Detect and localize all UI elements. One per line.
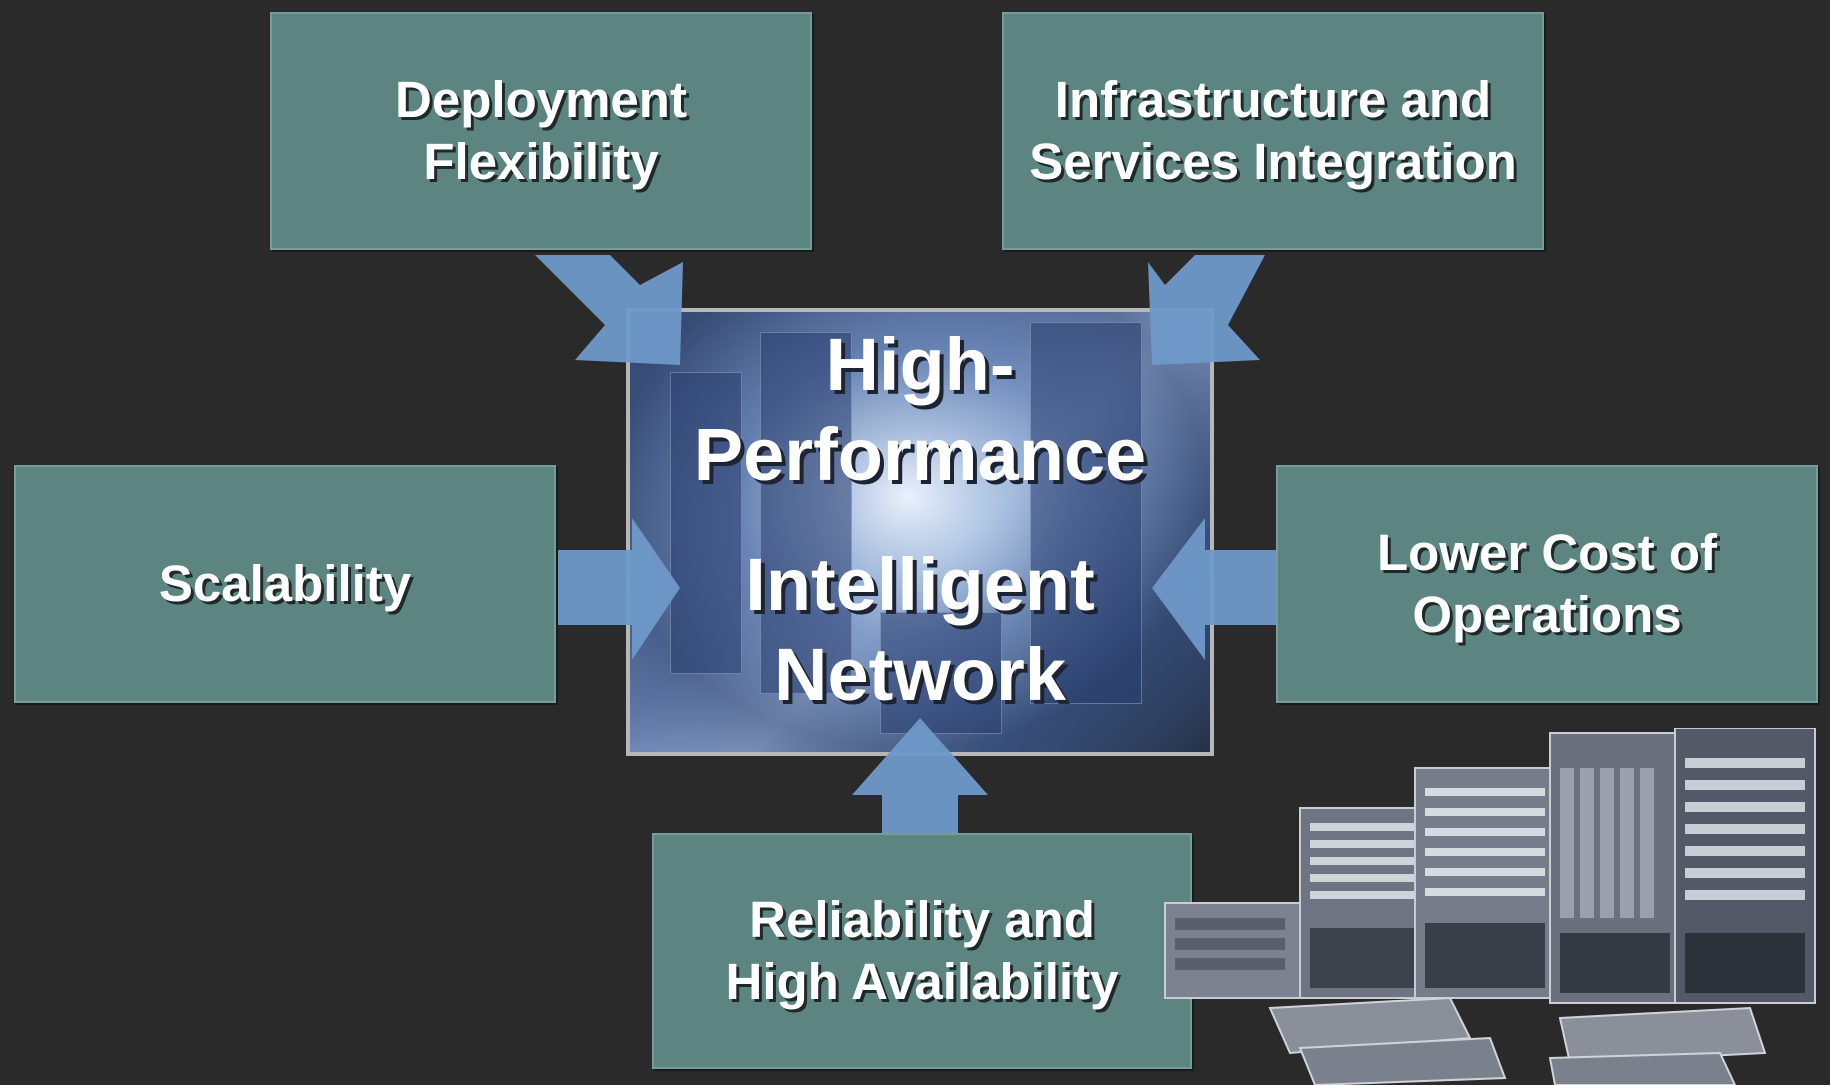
box-infrastructure-services: Infrastructure and Services Integration (1002, 12, 1544, 250)
box-reliability: Reliability and High Availability (652, 833, 1192, 1069)
center-line-1: High- Performance (693, 323, 1147, 496)
network-switch-hardware-image (1164, 728, 1816, 1085)
box-lower-cost-label: Lower Cost of Operations (1377, 523, 1717, 643)
box-deployment-flexibility: Deployment Flexibility (270, 12, 812, 250)
center-line-2: Intelligent Network (745, 543, 1095, 716)
server-rack-shape (670, 372, 742, 674)
center-title-performance: High- Performance (626, 320, 1214, 500)
arrow-from-scalability (558, 518, 680, 660)
box-scalability-label: Scalability (158, 554, 412, 612)
arrow-from-infrastructure (1148, 255, 1265, 365)
server-rack-shape (1030, 322, 1142, 704)
box-lower-cost: Lower Cost of Operations (1276, 465, 1818, 703)
box-reliability-label: Reliability and High Availability (725, 890, 1119, 1010)
box-deployment-label: Deployment Flexibility (395, 70, 687, 190)
box-scalability: Scalability (14, 465, 556, 703)
server-rack-shape (880, 612, 1002, 734)
box-infrastructure-label: Infrastructure and Services Integration (1029, 70, 1517, 190)
center-image-frame (626, 308, 1214, 756)
arrow-from-lower-cost (1152, 518, 1276, 660)
center-title-network: Intelligent Network (626, 540, 1214, 720)
arrow-from-reliability (852, 718, 988, 833)
server-rack-shape (760, 332, 852, 694)
arrow-from-deployment (535, 255, 683, 365)
